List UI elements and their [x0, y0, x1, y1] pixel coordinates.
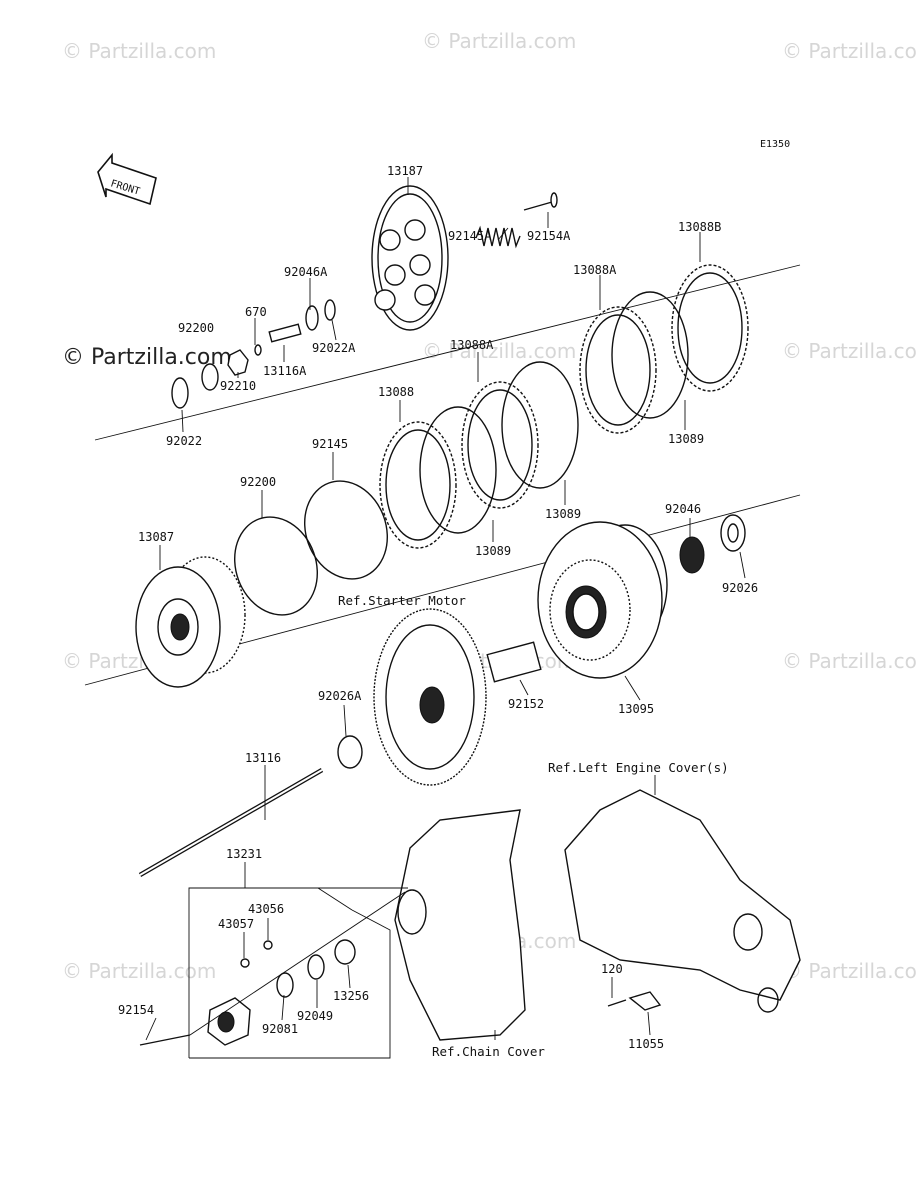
- label-120: 120: [601, 962, 623, 976]
- label-92154: 92154: [118, 1003, 154, 1017]
- label-92200-top: 92200: [178, 321, 214, 335]
- label-43056: 43056: [248, 902, 284, 916]
- label-92154A: 92154A: [527, 229, 571, 243]
- bearing-92046: [679, 536, 705, 574]
- label-92046A: 92046A: [284, 265, 328, 279]
- chain-cover: [394, 809, 526, 1041]
- washer-92022A: [324, 299, 336, 321]
- leader-lines: [145, 177, 746, 1041]
- watermark-8: © Partzilla.com: [782, 649, 917, 673]
- label-13089-mid: 13089: [545, 507, 581, 521]
- label-92152: 92152: [508, 697, 544, 711]
- label-92026: 92026: [722, 581, 758, 595]
- label-13087: 13087: [138, 530, 174, 544]
- bearing-92046A: [305, 305, 319, 331]
- washer-92026: [720, 514, 746, 552]
- oring-92200: [234, 516, 318, 616]
- watermark-9: © Partzilla.com: [62, 959, 216, 983]
- washer-92200-top: [201, 363, 219, 391]
- label-13088B: 13088B: [678, 220, 721, 234]
- bolt-120: [607, 999, 627, 1007]
- ref-starter-motor: Ref.Starter Motor: [338, 593, 466, 608]
- watermark-11: © Partzilla.com: [782, 959, 917, 983]
- label-13116: 13116: [245, 751, 281, 765]
- watermark-5: © Partzilla.com: [782, 339, 917, 363]
- release-assembly-parts: [139, 891, 406, 1046]
- reference-labels: Ref.Starter Motor Ref.Left Engine Cover(…: [338, 593, 729, 1059]
- part-labels: 13187 92154A 92145A 13088B 13088A 92046A…: [118, 164, 758, 1051]
- label-13088: 13088: [378, 385, 414, 399]
- bolt-92154A: [523, 192, 558, 211]
- starter-gear: [373, 608, 487, 786]
- clutch-plates: [379, 264, 749, 549]
- label-92026A: 92026A: [318, 689, 362, 703]
- label-11055: 11055: [628, 1037, 664, 1051]
- label-92046: 92046: [665, 502, 701, 516]
- label-13187: 13187: [387, 164, 423, 178]
- washer-92026A: [337, 735, 363, 769]
- label-92200: 92200: [240, 475, 276, 489]
- washer-92022: [171, 377, 189, 409]
- oring-670: [254, 344, 262, 356]
- label-13231: 13231: [226, 847, 262, 861]
- left-engine-cover: [564, 789, 801, 1013]
- label-13088A-top: 13088A: [573, 263, 617, 277]
- label-92145A: 92145A: [448, 229, 492, 243]
- label-92145: 92145: [312, 437, 348, 451]
- label-13116A: 13116A: [263, 364, 307, 378]
- label-43057: 43057: [218, 917, 254, 931]
- pushrod-13116A: [268, 323, 302, 343]
- watermark-1: © Partzilla.com: [62, 39, 216, 63]
- watermark-3: © Partzilla.com: [782, 39, 917, 63]
- label-92081: 92081: [262, 1022, 298, 1036]
- ref-chain-cover: Ref.Chain Cover: [432, 1044, 545, 1059]
- watermark-main: © Partzilla.com: [62, 345, 232, 370]
- label-13089-left: 13089: [475, 544, 511, 558]
- ref-left-engine-cover: Ref.Left Engine Cover(s): [548, 760, 729, 775]
- label-92022A: 92022A: [312, 341, 356, 355]
- clutch-hub-13095: [537, 521, 668, 679]
- watermark-2: © Partzilla.com: [422, 29, 576, 53]
- label-13089-right: 13089: [668, 432, 704, 446]
- clip-11055: [628, 991, 662, 1011]
- label-13095: 13095: [618, 702, 654, 716]
- label-92022: 92022: [166, 434, 202, 448]
- front-arrow-icon: FRONT: [97, 152, 157, 206]
- nut-92210: [227, 349, 249, 376]
- collar-92152: [486, 641, 542, 683]
- spring-92145A: [475, 225, 521, 249]
- label-13088A-mid: 13088A: [450, 338, 494, 352]
- watermark-4: © Partzilla.com: [422, 339, 576, 363]
- assembly-box-13231: [188, 862, 408, 1059]
- washer-92026-hole: [727, 523, 739, 543]
- label-670: 670: [245, 305, 267, 319]
- pushrod-13116-core: [139, 769, 323, 876]
- gear-13087: [135, 556, 246, 688]
- label-13256: 13256: [333, 989, 369, 1003]
- label-92210: 92210: [220, 379, 256, 393]
- label-92049: 92049: [297, 1009, 333, 1023]
- oring-92145: [304, 480, 388, 580]
- diagram-code: E1350: [760, 139, 790, 150]
- pressure-plate-13187: [371, 185, 449, 331]
